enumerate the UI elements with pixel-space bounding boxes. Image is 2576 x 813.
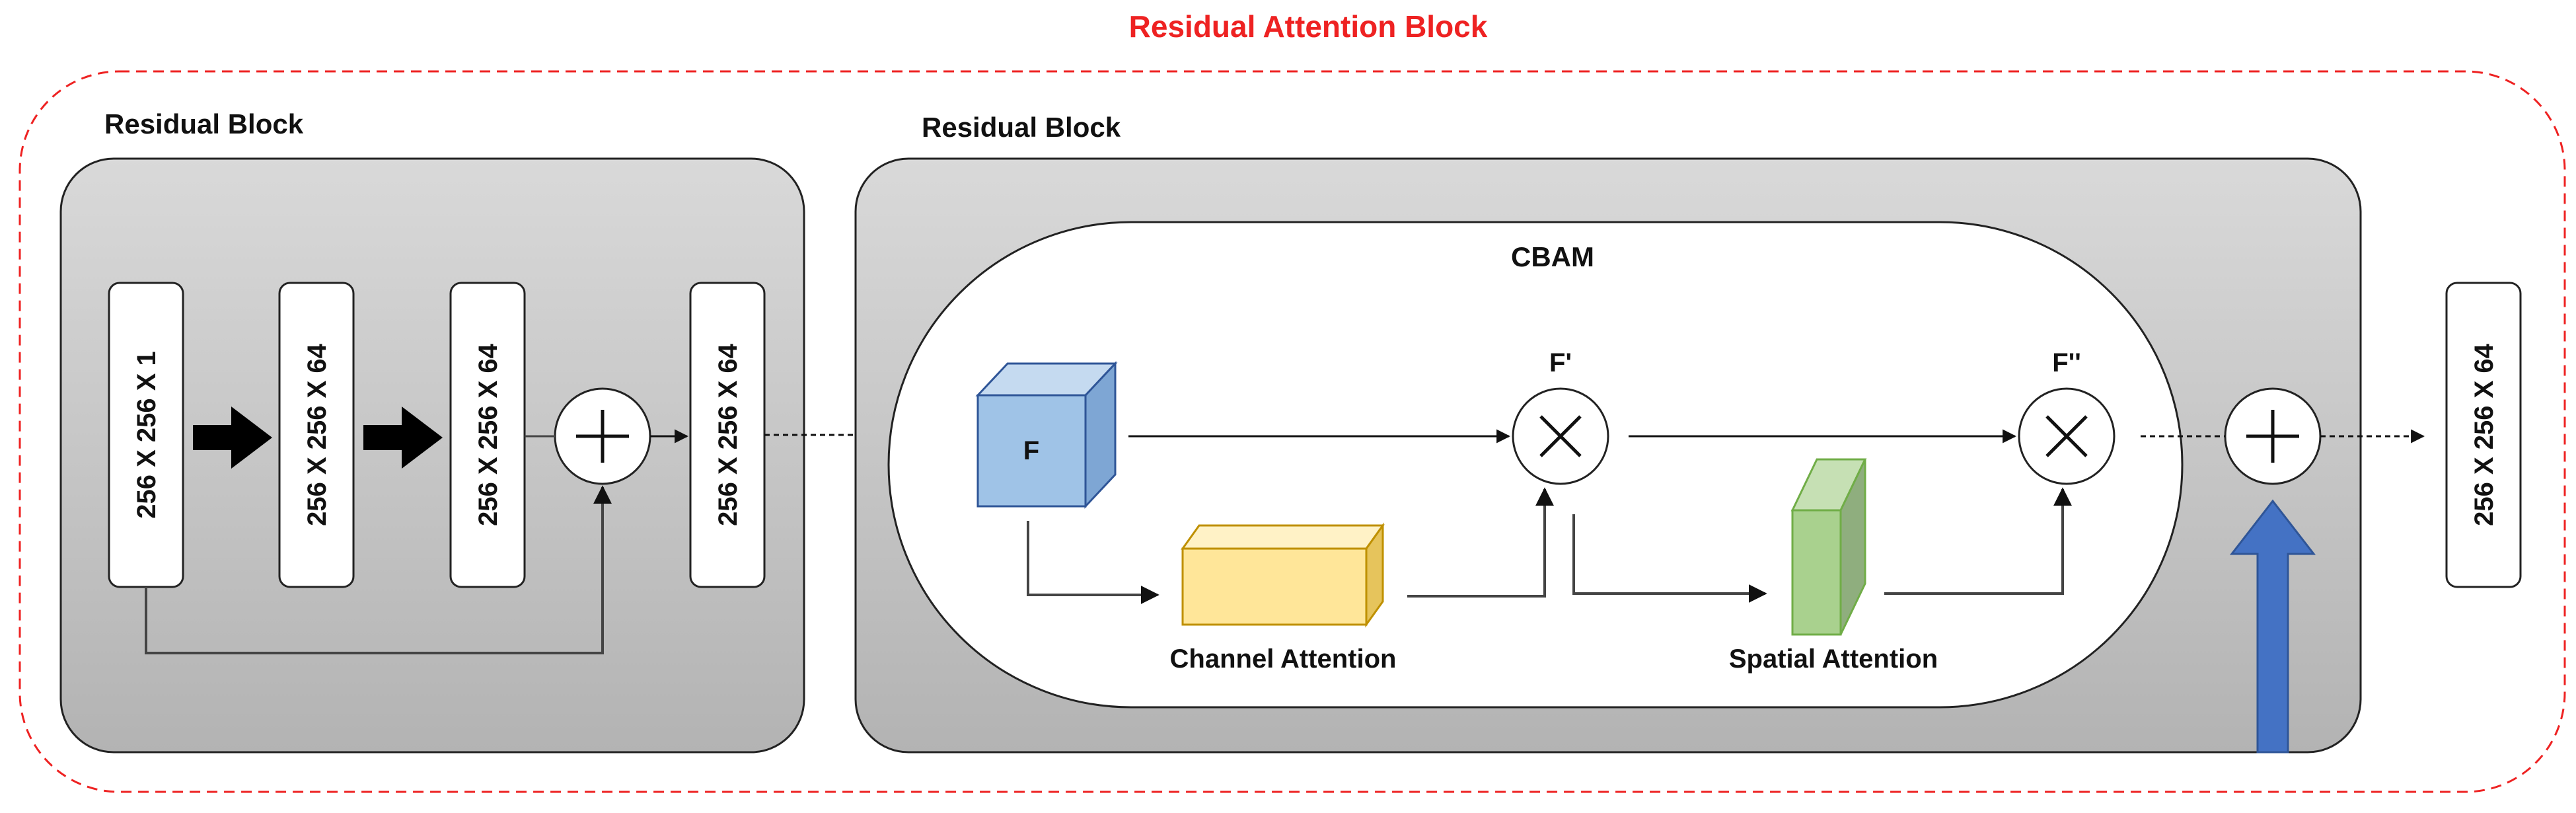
residual-attention-block-border [18, 70, 2566, 793]
arrow-spatial-attention-to-multiply-2 [1884, 487, 2072, 595]
tensor-box-2: 256 X 256 X 64 [278, 282, 355, 588]
arrow-multiply-1-to-spatial-attention [1572, 514, 1767, 603]
plus-icon [576, 410, 629, 463]
tensor-box-1: 256 X 256 X 1 [108, 282, 184, 588]
multiply-node-2 [2018, 387, 2116, 485]
times-icon [1539, 415, 1582, 457]
tensor-box-4: 256 X 256 X 64 [689, 282, 766, 588]
tensor-label-3: 256 X 256 X 64 [474, 343, 503, 526]
tensor-label-4: 256 X 256 X 64 [714, 343, 743, 526]
input-feature-cube: F [975, 361, 1118, 509]
times-icon [2045, 415, 2088, 457]
spatial-attention-label: Spatial Attention [1729, 644, 1938, 674]
thick-arrow-2 [363, 406, 443, 469]
channel-attention-label: Channel Attention [1170, 644, 1397, 674]
add-node-1 [554, 387, 651, 485]
tensor-box-3: 256 X 256 X 64 [449, 282, 526, 588]
skip-connection-arrow [2229, 499, 2316, 754]
diagram-title: Residual Attention Block [1129, 9, 1488, 44]
refined-feature-1-label: F' [1549, 348, 1572, 377]
plus-icon [2246, 410, 2299, 463]
residual-block-2-label: Residual Block [922, 112, 1121, 143]
output-tensor-box: 256 X 256 X 64 [2445, 282, 2522, 588]
tensor-label-1: 256 X 256 X 1 [132, 351, 161, 519]
cbam-label: CBAM [1511, 241, 1594, 272]
multiply-node-1 [1512, 387, 1609, 485]
arrow-channel-attention-to-multiply-1 [1407, 487, 1554, 598]
residual-block-1 [59, 157, 805, 754]
skip-connection-1 [145, 485, 612, 654]
channel-attention-box [1181, 522, 1385, 628]
output-tensor-label: 256 X 256 X 64 [2470, 343, 2499, 526]
tensor-label-2: 256 X 256 X 64 [303, 343, 332, 526]
add-node-2 [2224, 387, 2322, 485]
residual-block-1-label: Residual Block [104, 108, 304, 139]
arrow-f-to-channel-attention [1027, 521, 1159, 604]
input-feature-label: F [1023, 436, 1039, 465]
spatial-attention-slab [1790, 458, 1867, 636]
refined-feature-2-label: F'' [2052, 348, 2080, 377]
thick-arrow-1 [193, 406, 272, 469]
